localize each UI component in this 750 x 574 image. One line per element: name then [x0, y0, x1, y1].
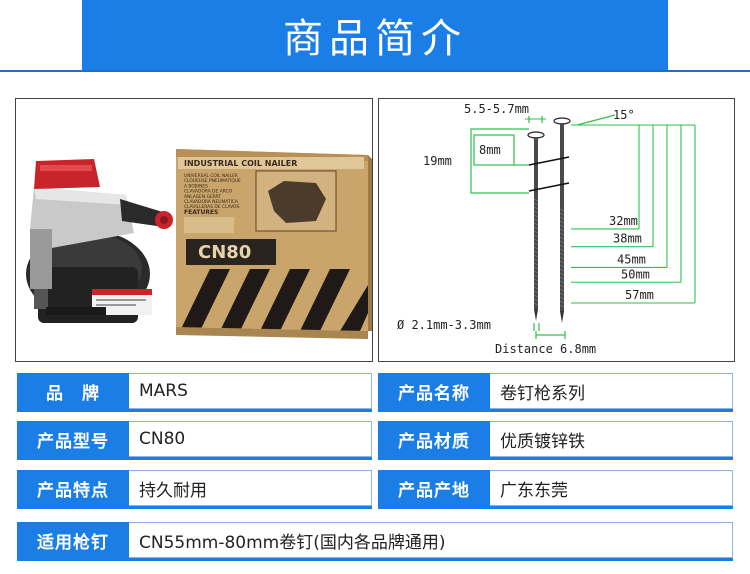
collation-span-label: 19mm — [423, 154, 452, 168]
banner-title: 商品简介 — [283, 16, 467, 62]
spec-row: 产品特点持久耐用 — [17, 470, 372, 509]
spec-label: 产品产地 — [378, 470, 490, 506]
length-label: 38mm — [613, 232, 642, 246]
spec-label: 品 牌 — [17, 373, 129, 409]
spec-underline — [17, 506, 372, 509]
box-small-line: CLAVILLERAS DE CLAVOS — [184, 204, 240, 210]
product-photo: INDUSTRIAL COIL NAILER UNIVERSAL COIL NA… — [15, 98, 373, 362]
spec-underline — [378, 409, 733, 412]
box-features-title: FEATURES — [184, 209, 218, 216]
length-label: 50mm — [621, 267, 650, 281]
header-banner: 商品简介 — [0, 0, 750, 88]
collation-span-bracket — [470, 128, 529, 194]
spec-row: 产品产地广东东莞 — [378, 470, 733, 509]
box-small-line: CLAVADORA NEUMATICA — [184, 199, 238, 205]
nail-left — [527, 131, 545, 321]
shank-diameter-label: Ø 2.1mm-3.3mm — [397, 318, 491, 332]
banner-underline — [0, 70, 750, 72]
spec-value: 优质镀锌铁 — [490, 421, 733, 457]
packaging-box: INDUSTRIAL COIL NAILER UNIVERSAL COIL NA… — [176, 149, 372, 339]
nail-diagram-svg: 5.5-5.7mm 15° 8mm — [397, 102, 696, 356]
spec-value: 卷钉枪系列 — [490, 373, 733, 409]
length-label: 57mm — [625, 288, 654, 302]
head-angle-label: 15° — [613, 108, 635, 122]
marker-spacing-label: 8mm — [479, 143, 501, 157]
product-photo-illustration: INDUSTRIAL COIL NAILER UNIVERSAL COIL NA… — [26, 149, 372, 339]
spec-value: MARS — [129, 373, 372, 409]
marker-spacing-bracket — [473, 134, 529, 166]
spec-underline — [17, 409, 372, 412]
collation-wires — [528, 156, 570, 192]
spec-label: 产品材质 — [378, 421, 490, 457]
spec-row: 产品材质优质镀锌铁 — [378, 421, 733, 460]
box-small-line: A BOBINES — [184, 183, 208, 189]
box-small-line: CLOUEUSE PNEUMATIQUE — [184, 178, 241, 184]
spec-value: 持久耐用 — [129, 470, 372, 506]
spec-row: 产品名称卷钉枪系列 — [378, 373, 733, 412]
spec-label: 产品名称 — [378, 373, 490, 409]
spec-underline — [378, 506, 733, 509]
box-model: CN80 — [198, 242, 251, 263]
spec-label: 产品型号 — [17, 421, 129, 457]
shank-diameter-marker — [533, 323, 540, 331]
spec-underline — [17, 558, 733, 561]
nail-right — [553, 117, 571, 323]
box-small-line: CLAVADORA DE ARCO — [184, 189, 233, 195]
head-diameter-label: 5.5-5.7mm — [464, 102, 529, 116]
head-diameter-marker — [525, 116, 546, 123]
spec-label: 产品特点 — [17, 470, 129, 506]
spec-underline — [17, 457, 372, 460]
nail-diagram: 5.5-5.7mm 15° 8mm — [378, 98, 735, 362]
spec-value: CN80 — [129, 421, 372, 457]
distance-label: Distance 6.8mm — [495, 342, 596, 356]
spec-underline — [378, 457, 733, 460]
length-label: 45mm — [617, 252, 646, 266]
length-label: 32mm — [609, 214, 638, 228]
box-small-line: UNIVERSAL COIL NAILER — [184, 173, 238, 179]
spec-value: 广东东莞 — [490, 470, 733, 506]
angle-line — [576, 114, 616, 126]
spec-label: 适用枪钉 — [17, 522, 129, 558]
coil-nailer — [26, 159, 173, 323]
spec-value: CN55mm-80mm卷钉(国内各品牌通用) — [129, 522, 733, 558]
box-small-line: ANLAGEN GERÄT — [184, 193, 221, 200]
banner-box: 商品简介 — [82, 0, 668, 70]
distance-marker — [535, 331, 566, 339]
box-heading: INDUSTRIAL COIL NAILER — [184, 159, 297, 168]
